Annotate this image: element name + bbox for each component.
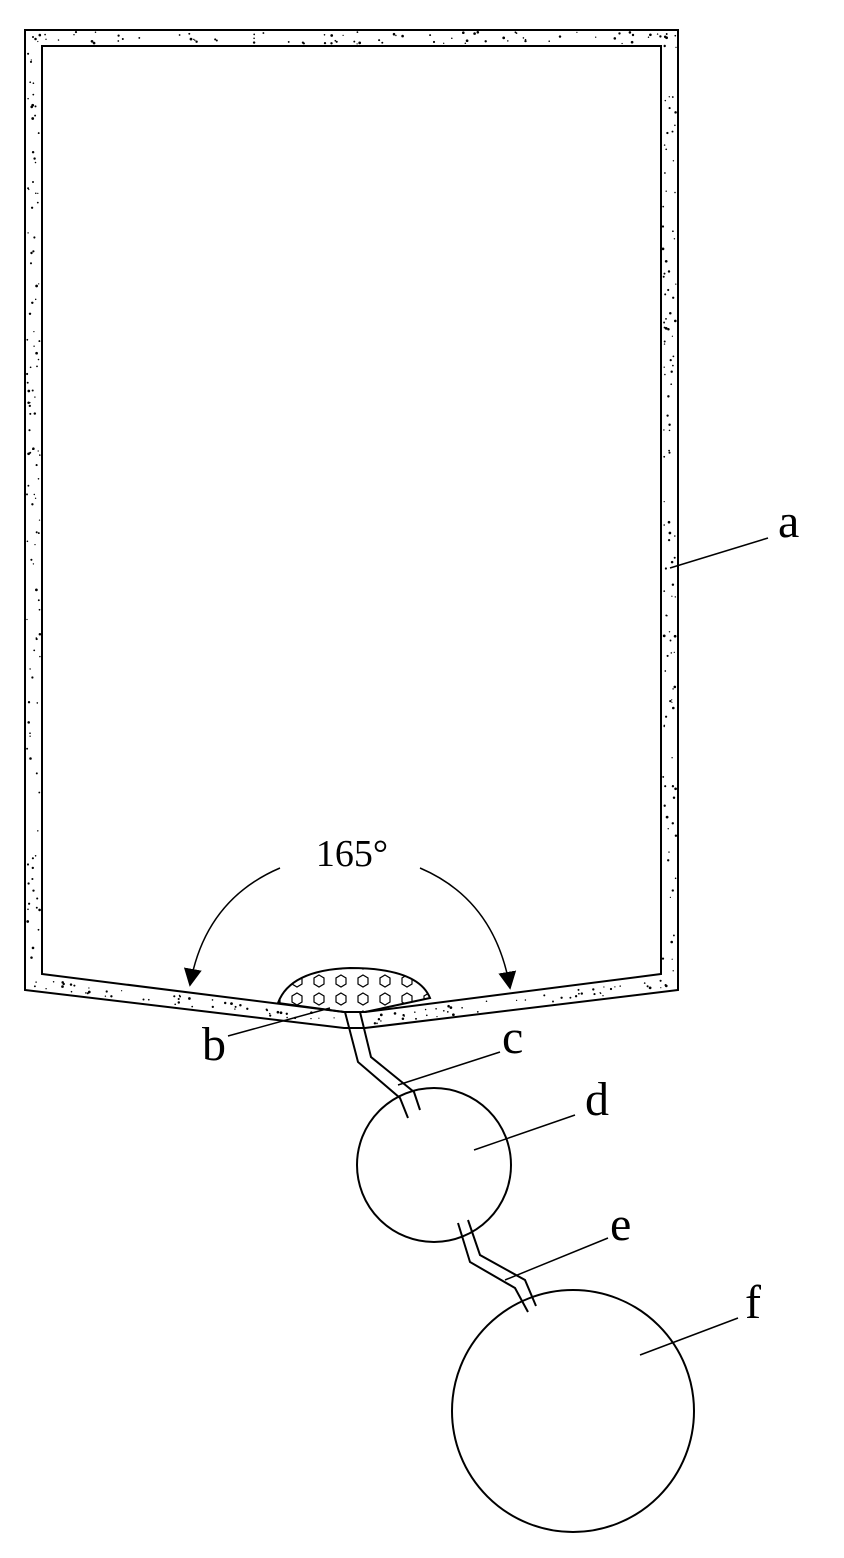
leader-a [669,537,769,569]
tank-wall [24,29,679,1029]
vessel-f [451,1289,695,1533]
leader-d [473,1114,576,1151]
pipe-e [457,1219,537,1313]
label-d: d [585,1073,609,1126]
leader-c [397,1051,501,1086]
filter-mound [276,966,432,1013]
concrete-speckles [26,30,678,1025]
leader-b [227,1007,331,1037]
label-f: f [745,1276,761,1329]
label-c: c [502,1011,523,1064]
pipe-c [344,1011,421,1119]
vessel-d [356,1087,512,1243]
label-a: a [778,495,799,548]
angle-label: 165° [316,833,388,875]
angle-arrow-right [419,867,517,990]
label-e: e [610,1198,631,1251]
tank-outer-wall [24,29,679,1029]
leader-e [504,1237,609,1281]
label-b: b [202,1018,226,1071]
leader-f [639,1317,739,1356]
angle-arrow-left [183,867,281,987]
